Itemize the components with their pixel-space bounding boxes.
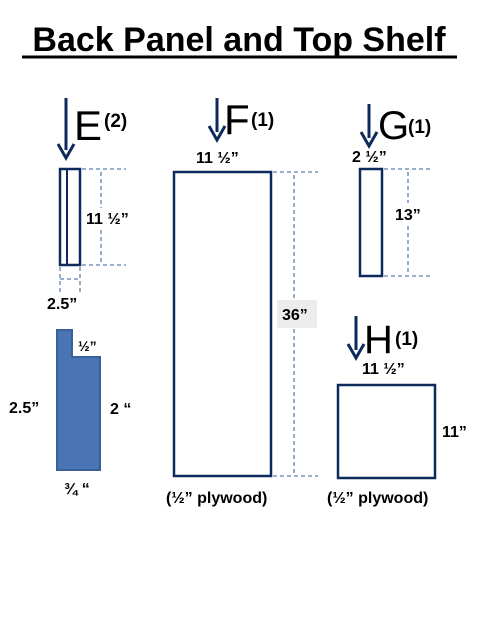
part-h-material: (½” plywood) xyxy=(327,490,428,507)
part-g-qty: (1) xyxy=(408,117,431,138)
part-e-board xyxy=(58,167,82,267)
part-g-height-label: 13” xyxy=(395,207,421,224)
down-arrow-icon xyxy=(56,143,76,162)
page-title: Back Panel and Top Shelf xyxy=(32,21,446,59)
part-h-height-label: 11” xyxy=(442,424,467,441)
profile-right-label: 2 “ xyxy=(110,401,131,418)
part-g-letter: G xyxy=(378,104,409,148)
part-g: G (1) 2 ½” 13” xyxy=(352,104,432,278)
part-h-qty: (1) xyxy=(395,329,418,350)
part-h-width-label: 11 ½” xyxy=(362,361,405,378)
profile-bottom-label: ¾ “ xyxy=(64,481,90,498)
part-e-qty: (2) xyxy=(104,111,127,132)
profile-shape xyxy=(56,329,101,471)
part-f-panel xyxy=(172,170,273,478)
part-e-letter: E xyxy=(74,102,102,149)
part-h: H (1) 11 ½” 11” (½” plywood) xyxy=(327,316,467,507)
part-f-material: (½” plywood) xyxy=(166,490,267,507)
part-f-letter: F xyxy=(224,96,250,143)
part-f-width-label: 11 ½” xyxy=(196,150,239,167)
part-h-letter: H xyxy=(364,318,393,362)
label-background xyxy=(277,300,317,328)
part-e-profile: ½” 2.5” 2 “ ¾ “ xyxy=(9,329,131,498)
down-arrow-icon xyxy=(346,343,366,362)
part-g-board xyxy=(358,167,384,278)
part-f: F (1) 11 ½” 36” (½” plywood) xyxy=(166,96,318,507)
part-e-width-label: 2.5” xyxy=(47,296,77,313)
part-h-shelf xyxy=(336,383,437,480)
profile-left-label: 2.5” xyxy=(9,400,39,417)
part-f-height-label: 36” xyxy=(282,307,308,324)
down-arrow-icon xyxy=(207,125,227,144)
part-e-height-label: 11 ½” xyxy=(86,211,129,228)
profile-notch-label: ½” xyxy=(78,338,97,354)
part-f-qty: (1) xyxy=(251,110,274,131)
part-e: E (2) 11 ½” 2.5” xyxy=(47,98,129,313)
down-arrow-icon xyxy=(359,131,379,150)
part-g-width-label: 2 ½” xyxy=(352,149,387,166)
